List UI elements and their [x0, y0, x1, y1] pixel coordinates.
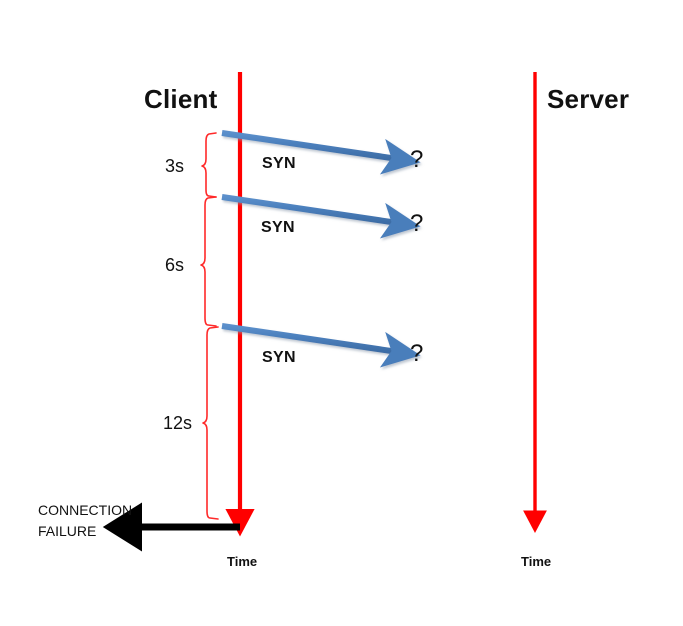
syn-label-2: SYN	[261, 219, 295, 236]
no-response-marker-1: ?	[410, 146, 424, 173]
client-time-label: Time	[227, 554, 258, 569]
no-response-marker-2: ?	[410, 210, 424, 237]
timeout-brace-3s	[201, 132, 217, 198]
connection-failure-line2: FAILURE	[38, 523, 97, 539]
timeout-brace-6s	[200, 196, 217, 327]
timeout-label-3s: 3s	[165, 156, 185, 176]
syn-arrow-3	[221, 323, 421, 368]
no-response-marker-3: ?	[410, 340, 424, 367]
syn-arrow-1	[221, 130, 421, 175]
server-title: Server	[547, 84, 630, 114]
syn-arrow-2	[221, 194, 421, 239]
syn-label-1: SYN	[262, 155, 296, 172]
timeout-label-6s: 6s	[165, 255, 185, 275]
syn-label-3: SYN	[262, 349, 296, 366]
timeout-label-12s: 12s	[163, 413, 193, 433]
connection-failure-line1: CONNECTION	[38, 502, 133, 518]
timeout-brace-12s	[202, 326, 219, 520]
client-title: Client	[144, 84, 218, 114]
server-time-label: Time	[521, 554, 552, 569]
